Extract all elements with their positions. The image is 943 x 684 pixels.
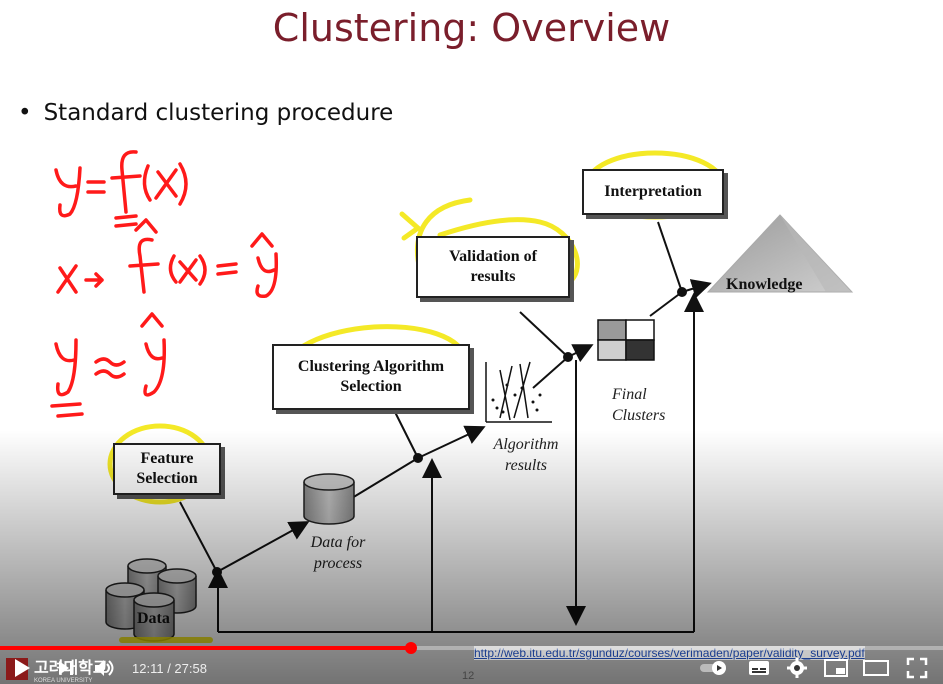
data-cylinders-icon [105,558,197,642]
algorithm-results-label: Algorithm results [484,434,568,476]
subtitles-button[interactable] [746,656,772,680]
bullet-text: Standard clustering procedure [43,100,394,126]
miniplayer-button[interactable] [822,656,850,680]
slide-title: Clustering: Overview [272,6,671,50]
subtitles-icon [749,661,769,675]
final-clusters-label: Final Clusters [600,384,684,426]
interpretation-label: Interpretation [604,183,702,200]
logo-subtext: KOREA UNIVERSITY [34,678,93,684]
handwritten-notes [50,150,279,418]
autoplay-toggle[interactable] [698,656,730,680]
final-clusters-line2: Clusters [612,407,666,424]
source-url-link[interactable]: http://web.itu.edu.tr/sgunduz/courses/ve… [474,646,865,660]
final-clusters-line1: Final [612,386,647,403]
miniplayer-icon [824,659,848,677]
settings-icon [787,658,807,678]
time-total: 27:58 [174,661,207,676]
autoplay-toggle-icon [700,661,726,675]
interpretation-box: Interpretation [582,169,724,215]
settings-button[interactable] [784,656,810,680]
theater-icon [863,660,889,676]
validation-line2: results [470,268,516,285]
bullet-item: • Standard clustering procedure [18,100,393,126]
time-separator: / [163,661,175,676]
algorithm-selection-box: Clustering Algorithm Selection [272,344,470,410]
page-number: 12 [462,670,475,682]
data-process-line1: Data for [310,534,366,551]
play-button[interactable] [10,656,34,680]
progress-bar[interactable] [0,642,943,654]
theater-button[interactable] [862,656,890,680]
progress-played [0,646,412,650]
next-button[interactable] [54,656,78,680]
next-icon [59,661,73,675]
time-current: 12:11 [132,661,164,676]
knowledge-pyramid [706,214,854,293]
final-clusters-icon [597,319,655,361]
bullet-dot: • [18,100,32,126]
process-data-cylinder-icon [303,473,355,525]
validation-box: Validation of results [416,236,570,298]
algorithm-selection-line2: Selection [340,378,402,395]
algorithm-results-line1: Algorithm [493,436,559,453]
play-icon [15,659,30,677]
player-controls: 고려대학교 KOREA UNIVERSITY 12:11 / 27:58 [0,652,943,684]
feature-selection-box: Feature Selection [113,443,221,495]
validation-line1: Validation of [449,248,537,265]
data-process-label: Data for process [296,532,380,574]
fullscreen-icon [906,657,928,679]
data-process-line2: process [313,555,363,572]
data-label: Data [137,610,170,627]
algorithm-results-icon [485,361,552,423]
algorithm-results-line2: results [504,457,548,474]
feature-selection-line1: Feature [140,450,194,467]
volume-icon [95,660,114,676]
algorithm-selection-line1: Clustering Algorithm [297,358,445,375]
time-display: 12:11 / 27:58 [132,661,207,676]
knowledge-label: Knowledge [726,276,803,293]
scrubber-handle[interactable] [405,642,418,654]
volume-button[interactable] [92,656,118,680]
feature-selection-line2: Selection [136,470,198,487]
fullscreen-button[interactable] [904,656,930,680]
